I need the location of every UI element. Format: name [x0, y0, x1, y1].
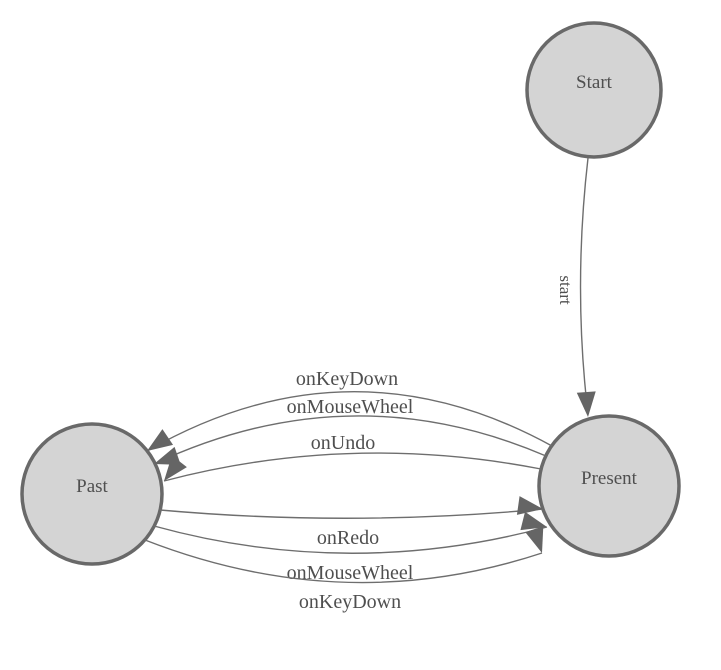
state-circle-start	[525, 21, 663, 159]
edge-past-to-present-onkeydown: onKeyDown	[144, 526, 544, 613]
arrowhead	[520, 511, 547, 531]
arrowhead	[525, 526, 544, 553]
edge-present-to-past-onundo: onUndo	[163, 432, 542, 482]
edge-label-onmousewheel: onMouseWheel	[287, 396, 414, 418]
state-node-past	[20, 422, 164, 566]
state-node-present	[537, 414, 681, 558]
edge-path	[153, 525, 548, 554]
edge-label-onundo: onUndo	[311, 432, 375, 454]
edge-past-to-present-onmousewheel: onMouseWheel	[153, 511, 548, 584]
edge-path	[144, 539, 543, 584]
state-label-past: Past	[76, 476, 108, 497]
arrowhead	[147, 429, 174, 451]
state-label-present: Present	[581, 468, 638, 489]
arrowhead	[516, 496, 543, 515]
edge-present-to-past-onkeydown: onKeyDown	[146, 368, 553, 452]
state-circle-present	[537, 414, 681, 558]
state-circle-past	[20, 422, 164, 566]
state-label-start: Start	[576, 72, 613, 93]
edge-label-start: start	[556, 275, 575, 305]
arrowhead	[164, 455, 187, 481]
edge-present-to-past-onmousewheel: onMouseWheel	[153, 396, 547, 465]
edge-past-to-present-onredo: onRedo	[159, 496, 544, 549]
edge-label-onkeydown: onKeyDown	[296, 368, 398, 390]
edge-label-onkeydown: onKeyDown	[299, 591, 401, 613]
edge-label-onredo: onRedo	[317, 527, 379, 549]
edge-path	[146, 391, 553, 452]
arrowhead	[576, 391, 596, 417]
edge-label-onmousewheel: onMouseWheel	[287, 562, 414, 584]
state-node-start	[525, 21, 663, 159]
edge-path	[579, 157, 589, 415]
edge-path	[153, 415, 547, 465]
edge-path	[163, 452, 542, 482]
edge-start-to-present: start	[556, 157, 596, 417]
edge-path	[159, 508, 544, 519]
